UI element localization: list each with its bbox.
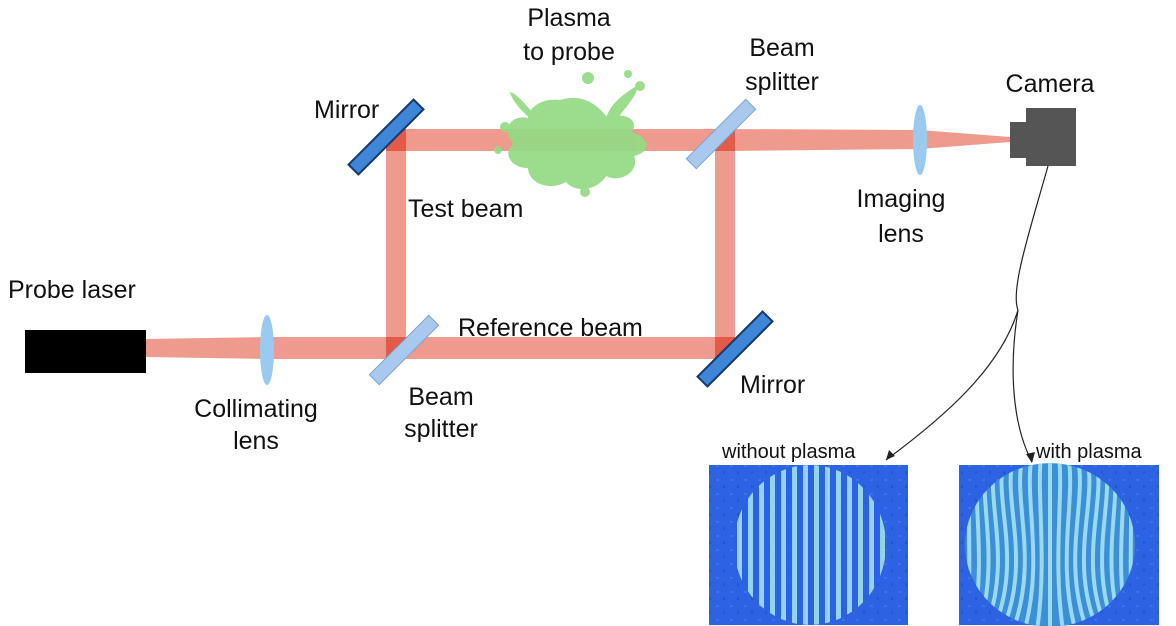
mirror-bottom-label: Mirror: [740, 371, 805, 399]
camera-output-arrows: [885, 165, 1049, 463]
collimating-lens-icon: [260, 315, 274, 385]
test-beam-label: Test beam: [408, 195, 523, 223]
reference-beam: [395, 337, 725, 359]
plasma-label-line1: Plasma: [527, 4, 610, 32]
interferogram-with-plasma: [959, 463, 1159, 626]
fringe-line: [1021, 463, 1036, 626]
imaging-lens-icon: [913, 105, 927, 175]
collimating-lens-label-line2: lens: [233, 427, 279, 455]
mirror-top-icon: [347, 98, 425, 176]
without-plasma-label: without plasma: [721, 441, 856, 463]
arrowhead: [1026, 452, 1035, 463]
right-vertical-beam: [715, 140, 735, 350]
mirror-top-label: Mirror: [314, 96, 379, 124]
reference-beam-label: Reference beam: [458, 314, 643, 342]
arrowhead: [886, 450, 895, 460]
with-plasma-label: with plasma: [1035, 441, 1142, 463]
fringe-line: [1034, 463, 1044, 626]
collimating-lens-label-line1: Collimating: [194, 395, 318, 423]
beam-splitter-bottom-label-line2: splitter: [404, 415, 478, 443]
plasma-label-line2: to probe: [523, 38, 615, 66]
camera-beam: [726, 129, 1010, 151]
probe-laser-box: [25, 330, 146, 373]
beam-splitter-bottom-icon: [368, 314, 440, 386]
imaging-lens-label-line1: Imaging: [857, 185, 946, 213]
interferogram-without-plasma: [709, 465, 908, 625]
fringe-line: [1064, 463, 1079, 626]
beam-splitter-top-icon: [685, 98, 757, 170]
test-beam-vertical: [386, 140, 406, 350]
beam-splitter-bottom-label-line1: Beam: [408, 383, 473, 411]
beam-splitter-top-label-line1: Beam: [749, 34, 814, 62]
fringe-line: [998, 463, 1019, 626]
beam-splitter-top-label-line2: splitter: [745, 68, 819, 96]
fringe-line: [1056, 463, 1066, 626]
camera-label: Camera: [1006, 70, 1095, 98]
mirror-bottom-icon: [696, 310, 774, 388]
fringe-line: [1073, 463, 1091, 626]
fringe-line: [1081, 463, 1102, 626]
imaging-lens-label-line2: lens: [878, 220, 924, 248]
camera-icon: [1010, 108, 1076, 166]
fringe-line: [1009, 463, 1027, 626]
plasma-splat: [494, 70, 647, 197]
probe-laser-label: Probe laser: [8, 276, 136, 304]
